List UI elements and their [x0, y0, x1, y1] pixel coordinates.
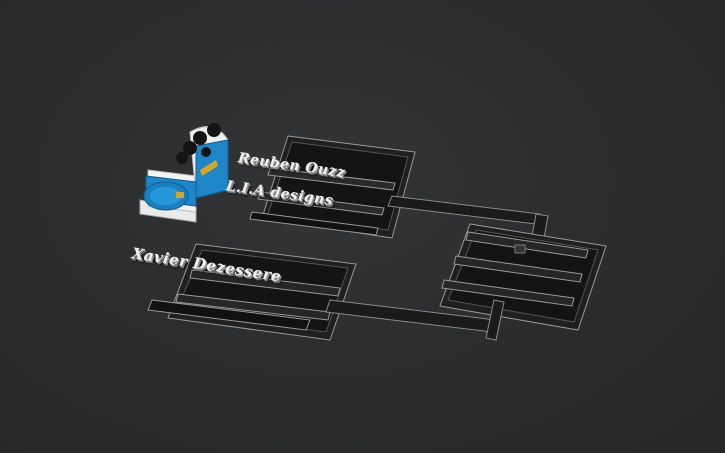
engine-model	[139, 123, 229, 223]
connector-bottom	[325, 299, 505, 341]
bracket-group-top	[249, 135, 416, 239]
connector-top	[387, 195, 549, 239]
bracket-group-right	[439, 223, 607, 331]
bracket-group-bottom	[147, 243, 357, 341]
